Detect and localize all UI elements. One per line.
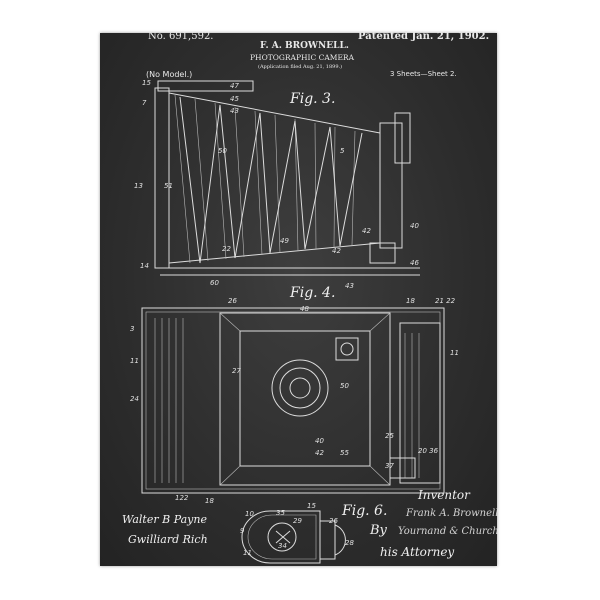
svg-text:46: 46: [410, 259, 419, 267]
attorney-signature: Yournand & Church: [398, 526, 499, 537]
svg-text:28: 28: [345, 539, 354, 547]
svg-text:122: 122: [175, 494, 189, 502]
fig-3-label: Fig. 3.: [290, 91, 336, 107]
svg-text:9: 9: [240, 527, 245, 535]
svg-text:43: 43: [345, 282, 354, 290]
svg-text:26: 26: [228, 297, 237, 305]
svg-text:20 36: 20 36: [418, 447, 439, 455]
fig-6-label: Fig. 6.: [342, 503, 388, 519]
witness-signature-2: Gwilliard Rich: [128, 533, 208, 546]
attorney-label: his Attorney: [380, 545, 455, 559]
svg-text:22: 22: [222, 245, 231, 253]
fig-4-label: Fig. 4.: [290, 285, 336, 301]
svg-text:42: 42: [332, 247, 341, 255]
inventor-signature: Frank A. Brownell: [406, 508, 499, 519]
svg-text:11: 11: [130, 357, 139, 365]
svg-text:10: 10: [245, 510, 254, 518]
patent-date: Patented Jan. 21, 1902.: [358, 31, 490, 42]
svg-text:25: 25: [385, 432, 394, 440]
svg-text:50: 50: [340, 382, 349, 390]
svg-text:40: 40: [410, 222, 419, 230]
svg-text:26: 26: [329, 517, 338, 525]
inventor-label: Inventor: [418, 488, 470, 502]
svg-text:3: 3: [130, 325, 134, 333]
fig-3-drawing: 15 47 45 43 7 13 51 50 5 42 40 49 42 43 46 14 22 60: [134, 79, 420, 290]
svg-text:42: 42: [362, 227, 371, 235]
svg-text:43: 43: [230, 107, 239, 115]
no-model-note: (No Model.): [146, 70, 193, 79]
svg-text:51: 51: [164, 182, 173, 190]
svg-text:27: 27: [232, 367, 241, 375]
svg-text:49: 49: [280, 237, 289, 245]
inventor-name: F. A. BROWNELL.: [260, 41, 349, 51]
svg-text:45: 45: [230, 95, 239, 103]
application-date: (Application filed Aug. 21, 1899.): [258, 64, 343, 70]
svg-text:13: 13: [134, 182, 143, 190]
svg-text:35: 35: [276, 509, 285, 517]
svg-text:42: 42: [315, 449, 324, 457]
patent-title: PHOTOGRAPHIC CAMERA: [250, 53, 354, 62]
svg-text:40: 40: [315, 437, 324, 445]
patent-number: No. 691,592.: [148, 31, 214, 42]
svg-text:47: 47: [230, 82, 239, 90]
svg-text:7: 7: [142, 99, 147, 107]
svg-text:48: 48: [300, 305, 309, 313]
svg-text:15: 15: [142, 79, 151, 87]
sheet-info: 3 Sheets—Sheet 2.: [390, 70, 457, 78]
svg-text:24: 24: [130, 395, 139, 403]
svg-text:11: 11: [243, 549, 252, 557]
svg-text:55: 55: [340, 449, 349, 457]
by-label: By: [370, 523, 387, 538]
witness-signature-1: Walter B Payne: [122, 513, 207, 526]
svg-text:21 22: 21 22: [435, 297, 456, 305]
svg-text:34: 34: [278, 542, 287, 550]
svg-text:60: 60: [210, 279, 219, 287]
chalkboard-patent-poster: No. 691,592. Patented Jan. 21, 1902. F. …: [100, 31, 499, 566]
svg-text:5: 5: [340, 147, 345, 155]
svg-text:37: 37: [385, 462, 394, 470]
svg-text:14: 14: [140, 262, 149, 270]
svg-text:18: 18: [406, 297, 415, 305]
fig-6-drawing: 10 9 11 35 29 15 26 28 34: [240, 502, 354, 564]
svg-text:18: 18: [205, 497, 214, 505]
svg-text:29: 29: [293, 517, 302, 525]
svg-text:11: 11: [450, 349, 459, 357]
svg-text:50: 50: [218, 147, 227, 155]
svg-text:15: 15: [307, 502, 316, 510]
